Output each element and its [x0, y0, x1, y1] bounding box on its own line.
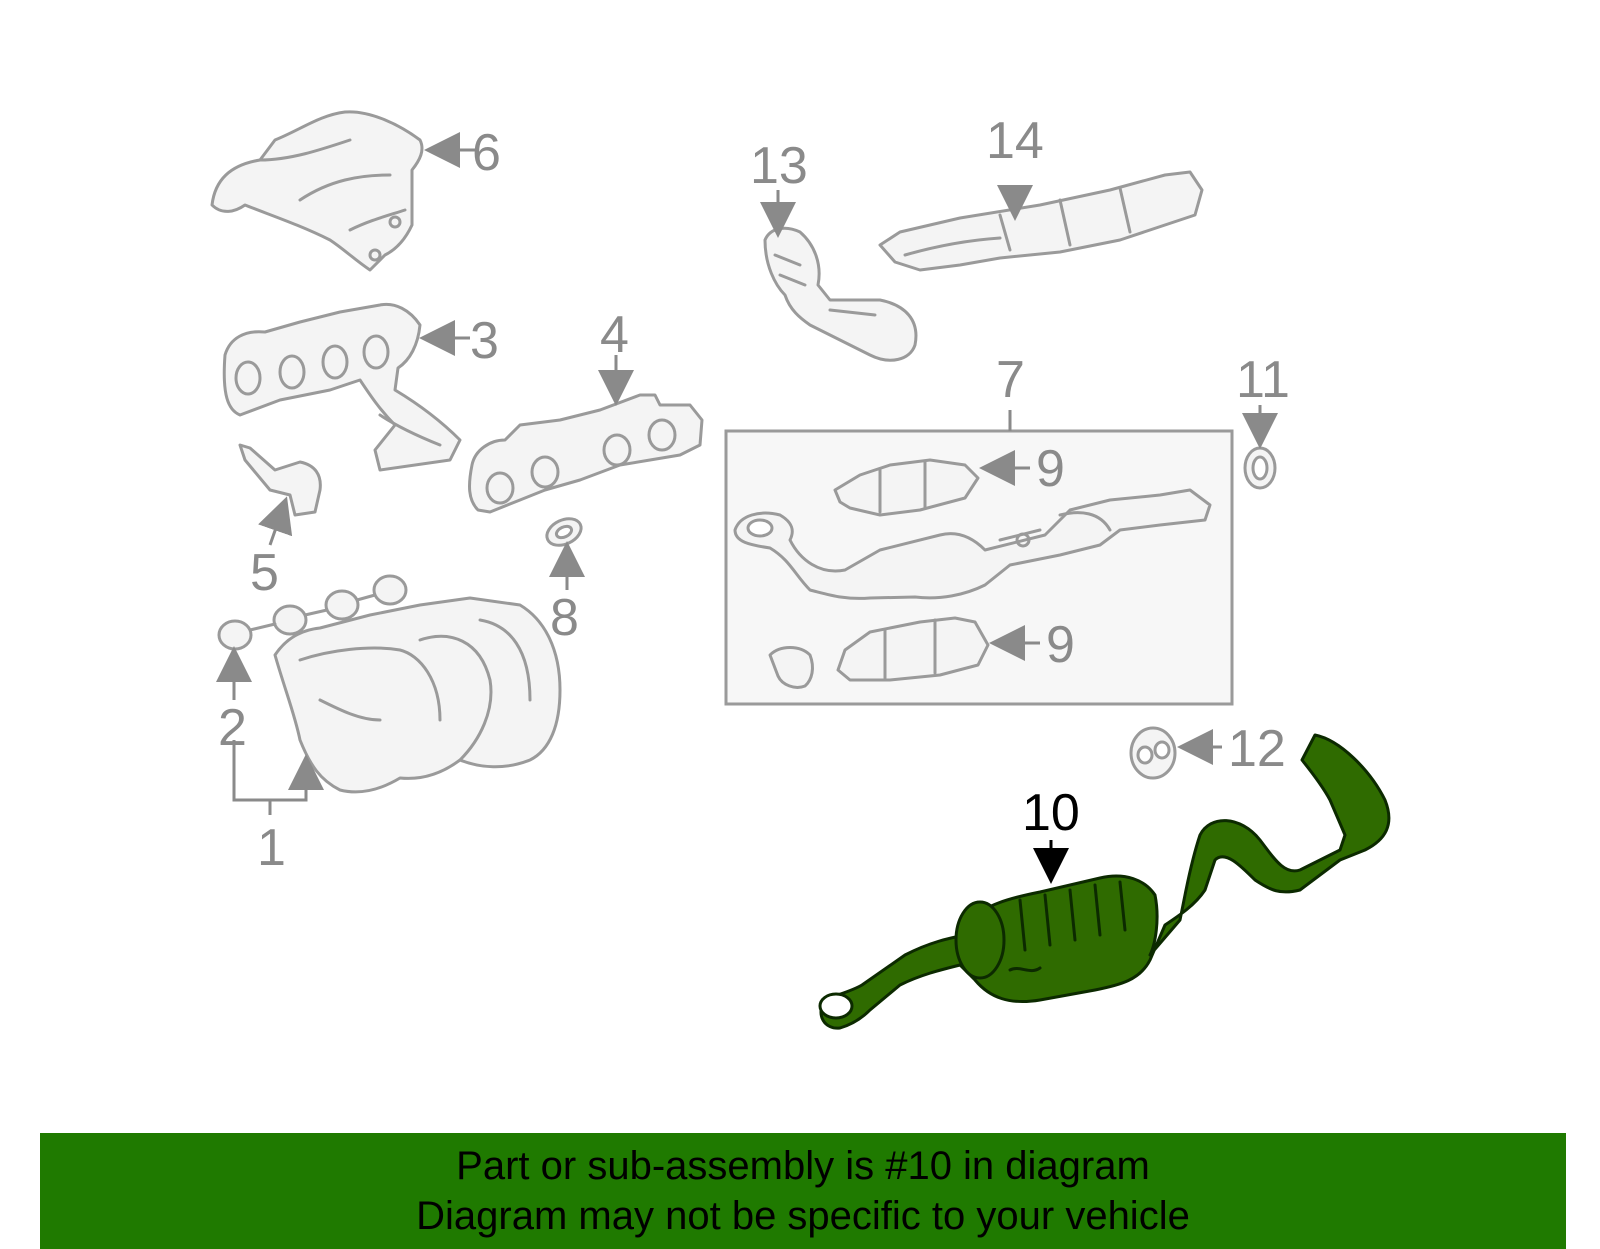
callout-4: 4	[600, 306, 629, 364]
part-11-gasket	[1243, 446, 1277, 490]
callout-6: 6	[472, 124, 501, 182]
callout-12: 12	[1228, 720, 1286, 778]
part-8-gasket	[545, 517, 583, 547]
callout-13: 13	[750, 137, 808, 195]
part-10-muffler-assembly	[818, 733, 1391, 1030]
part-13-heat-shield	[763, 226, 918, 362]
callout-9-upper: 9	[1036, 440, 1065, 498]
part-info-banner: Part or sub-assembly is #10 in diagram D…	[40, 1133, 1566, 1249]
callout-5: 5	[250, 544, 279, 602]
callout-14: 14	[986, 112, 1044, 170]
part-1-manifold-assembly	[273, 596, 562, 794]
banner-line-1: Part or sub-assembly is #10 in diagram	[456, 1144, 1150, 1188]
part-5-bracket	[238, 443, 322, 517]
part-3-exhaust-manifold	[222, 302, 462, 472]
callout-2: 2	[218, 699, 247, 757]
banner-line-2: Diagram may not be specific to your vehi…	[416, 1194, 1190, 1238]
callout-10: 10	[1022, 784, 1080, 842]
callout-9-lower: 9	[1046, 616, 1075, 674]
part-12-hanger	[1129, 726, 1177, 780]
callout-8: 8	[550, 589, 579, 647]
part-4-gasket	[468, 393, 704, 514]
part-2-gasket	[217, 574, 408, 651]
part-7-group	[724, 429, 1234, 706]
part-14-heat-insulator	[878, 170, 1204, 272]
callout-1: 1	[257, 819, 286, 877]
callout-7: 7	[996, 351, 1025, 409]
part-6-heat-shield	[210, 110, 424, 272]
callout-3: 3	[470, 312, 499, 370]
callout-11: 11	[1236, 351, 1290, 409]
